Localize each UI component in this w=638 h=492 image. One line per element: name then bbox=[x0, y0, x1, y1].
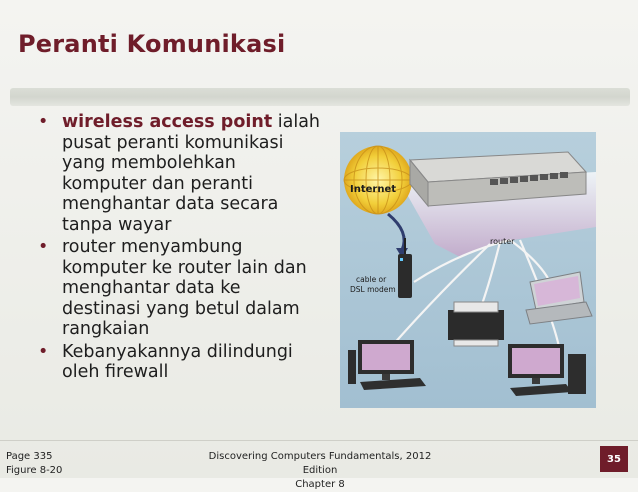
slide-title: Peranti Komunikasi bbox=[18, 30, 286, 58]
bullet-item: • router menyambung komputer ke router l… bbox=[32, 237, 322, 340]
book-title: Discovering Computers Fundamentals, 2012… bbox=[208, 451, 432, 476]
internet-globe-icon bbox=[343, 145, 413, 215]
figure-reference: Figure 8-20 bbox=[6, 465, 63, 476]
internet-label: Internet bbox=[350, 184, 396, 195]
footer-divider bbox=[0, 440, 638, 441]
bullet-text: router menyambung komputer ke router lai… bbox=[62, 237, 307, 339]
bullet-term: wireless access point bbox=[62, 112, 273, 132]
bullet-text: Kebanyakannya dilindungi oleh firewall bbox=[62, 341, 293, 383]
modem-device-icon bbox=[398, 238, 412, 298]
slide-number-badge: 35 bbox=[600, 446, 628, 472]
network-diagram-svg: Internet router cable or DSL modem bbox=[340, 132, 596, 408]
bullet-dot-icon: • bbox=[38, 341, 49, 362]
laptop-icon bbox=[525, 271, 593, 325]
chapter-label: Chapter 8 bbox=[295, 479, 345, 490]
bullet-dot-icon: • bbox=[38, 112, 49, 132]
desktop-computer-left-icon bbox=[348, 340, 426, 390]
bullet-item: • Kebanyakannya dilindungi oleh firewall bbox=[32, 342, 322, 383]
printer-icon bbox=[448, 301, 504, 347]
router-label: router bbox=[490, 237, 515, 246]
footer-references: Page 335 Figure 8-20 bbox=[6, 450, 62, 478]
footer-source: Discovering Computers Fundamentals, 2012… bbox=[200, 450, 440, 492]
bullet-text: ialah pusat peranti komunikasi yang memb… bbox=[62, 112, 321, 235]
title-underline-bar bbox=[10, 88, 630, 106]
down-arrow-icon bbox=[387, 212, 406, 251]
bullet-list: • wireless access point ialah pusat pera… bbox=[32, 112, 322, 385]
desktop-computer-right-icon bbox=[508, 344, 586, 396]
page-reference: Page 335 bbox=[6, 451, 53, 462]
modem-label-line1: cable or bbox=[356, 275, 387, 284]
network-illustration: Internet router cable or DSL modem bbox=[340, 132, 596, 408]
bullet-item: • wireless access point ialah pusat pera… bbox=[32, 112, 322, 235]
router-device-icon bbox=[408, 151, 588, 208]
bullet-dot-icon: • bbox=[38, 237, 49, 257]
modem-label-line2: DSL modem bbox=[350, 285, 396, 294]
